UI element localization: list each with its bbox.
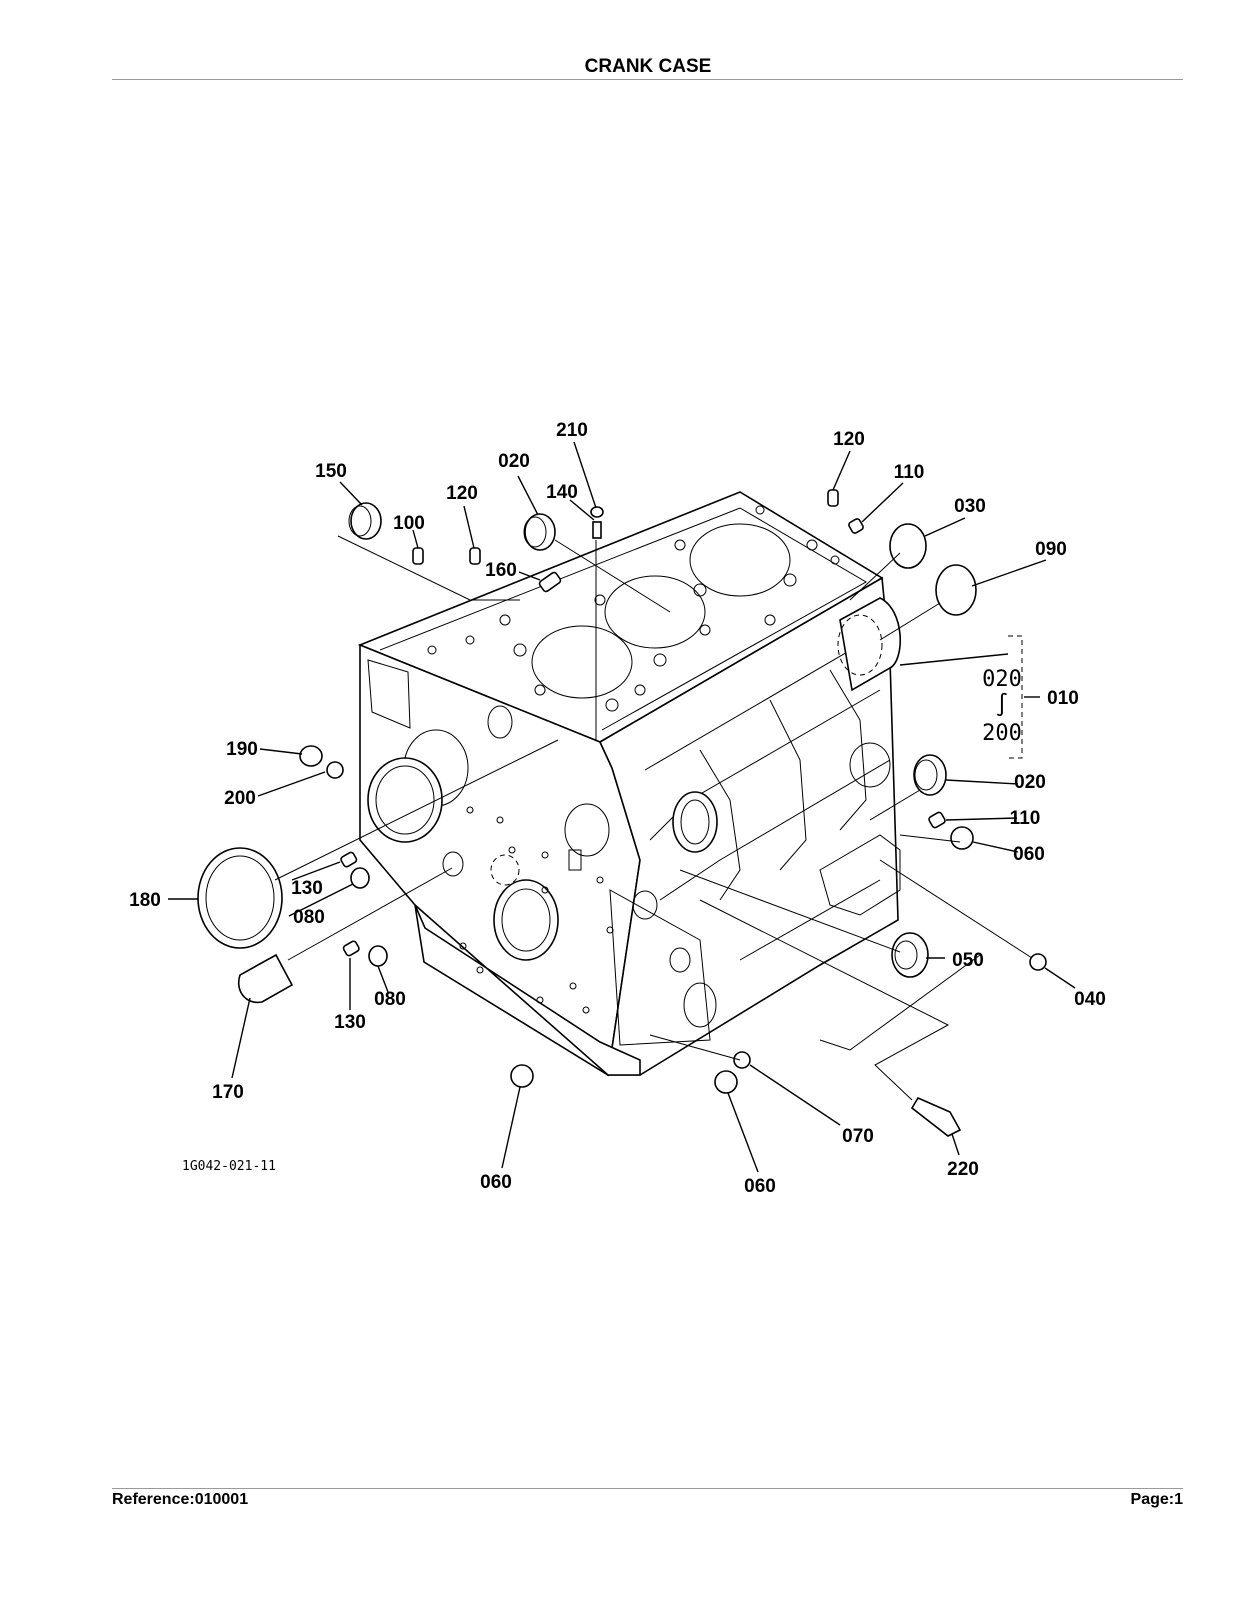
callout-110: 110	[1010, 808, 1041, 829]
part-range: 020 ∫ 200	[982, 667, 1022, 746]
callout-120: 120	[446, 483, 478, 504]
range-from: 020	[982, 667, 1022, 692]
callout-220: 220	[947, 1159, 979, 1180]
callout-130: 130	[291, 878, 323, 899]
callout-200: 200	[224, 788, 256, 809]
callout-060: 060	[1013, 844, 1045, 865]
callout-090: 090	[1035, 539, 1067, 560]
figure-code: 1G042-021-11	[182, 1159, 276, 1174]
header-divider	[112, 79, 1183, 80]
callout-080: 080	[374, 989, 406, 1010]
callout-120: 120	[833, 429, 865, 450]
callout-140: 140	[546, 482, 578, 503]
crank-case-block	[357, 491, 901, 1077]
callout-170: 170	[212, 1082, 244, 1103]
callout-040: 040	[1074, 989, 1106, 1010]
callout-020: 020	[1014, 772, 1046, 793]
callout-160: 160	[485, 560, 517, 581]
callout-050: 050	[952, 950, 984, 971]
callout-010: 010	[1047, 688, 1079, 709]
callout-180: 180	[129, 890, 161, 911]
callout-190: 190	[226, 739, 258, 760]
callout-020: 020	[498, 451, 530, 472]
callout-labels: 210 120 150 020 140 120 110 030 100 160 …	[129, 420, 1106, 1197]
footer-divider	[112, 1488, 1183, 1489]
callout-070: 070	[842, 1126, 874, 1147]
footer-page-number: Page:1	[1130, 1491, 1183, 1508]
callout-030: 030	[954, 496, 986, 517]
range-separator: ∫	[995, 692, 1008, 718]
page-title: CRANK CASE	[584, 56, 712, 77]
callout-100: 100	[393, 513, 425, 534]
callout-110: 110	[894, 462, 925, 483]
callout-210: 210	[556, 420, 588, 441]
callout-080: 080	[293, 907, 325, 928]
callout-130: 130	[334, 1012, 366, 1033]
callout-150: 150	[315, 461, 347, 482]
range-to: 200	[982, 721, 1022, 746]
callout-060: 060	[744, 1176, 776, 1197]
footer-reference: Reference:010001	[112, 1491, 249, 1508]
callout-060: 060	[480, 1172, 512, 1193]
